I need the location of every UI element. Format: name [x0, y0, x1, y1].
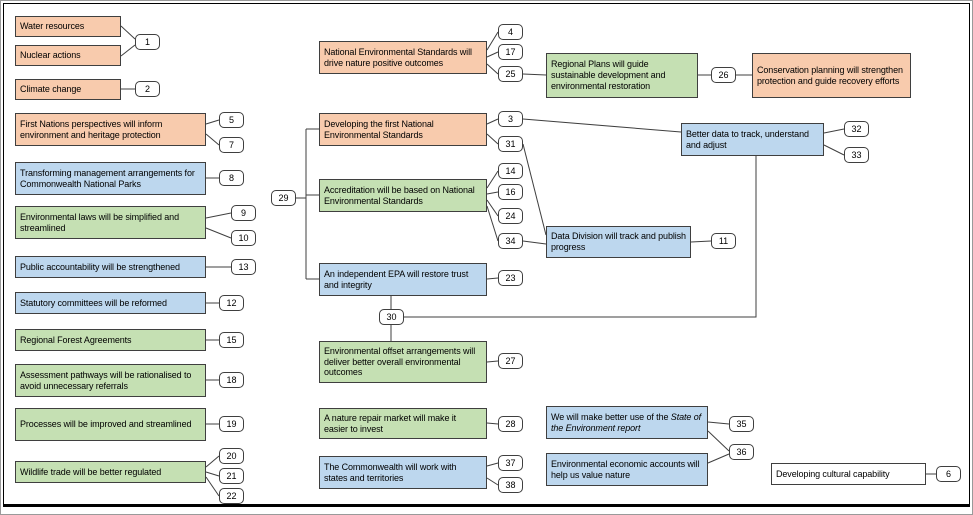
node-32: 32 — [844, 121, 869, 137]
box-data-division: Data Division will track and publish pro… — [546, 226, 691, 258]
node-37: 37 — [498, 455, 523, 471]
box-statutory-committees: Statutory committees will be reformed — [15, 292, 206, 314]
node-3: 3 — [498, 111, 523, 127]
box-processes-improved: Processes will be improved and streamlin… — [15, 408, 206, 441]
node-11: 11 — [711, 233, 736, 249]
node-17: 17 — [498, 44, 523, 60]
node-26: 26 — [711, 67, 736, 83]
node-19: 19 — [219, 416, 244, 432]
node-36: 36 — [729, 444, 754, 460]
node-24: 24 — [498, 208, 523, 224]
node-6: 6 — [936, 466, 961, 482]
box-economic-accounts: Environmental economic accounts will hel… — [546, 453, 708, 486]
box-regional-plans: Regional Plans will guide sustainable de… — [546, 53, 698, 98]
box-nes-outcomes: National Environmental Standards will dr… — [319, 41, 487, 74]
box-accreditation: Accreditation will be based on National … — [319, 179, 487, 212]
node-28: 28 — [498, 416, 523, 432]
box-first-nations: First Nations perspectives will inform e… — [15, 113, 206, 146]
soe-report-text: We will make better use of the State of … — [551, 412, 703, 434]
node-27: 27 — [498, 353, 523, 369]
soe-report-italic: State of the Environment report — [551, 411, 702, 433]
soe-report-normal: We will make better use of the — [551, 411, 671, 422]
node-9: 9 — [231, 205, 256, 221]
box-climate-change: Climate change — [15, 79, 121, 100]
node-29: 29 — [271, 190, 296, 206]
box-transforming-management: Transforming management arrangements for… — [15, 162, 206, 195]
box-soe-report: We will make better use of the State of … — [546, 406, 708, 439]
node-12: 12 — [219, 295, 244, 311]
node-38: 38 — [498, 477, 523, 493]
node-31: 31 — [498, 136, 523, 152]
node-21: 21 — [219, 468, 244, 484]
node-1: 1 — [135, 34, 160, 50]
figure-border — [3, 3, 970, 507]
node-10: 10 — [231, 230, 256, 246]
box-cultural-capability: Developing cultural capability — [771, 463, 926, 485]
node-15: 15 — [219, 332, 244, 348]
node-33: 33 — [844, 147, 869, 163]
box-environmental-offset: Environmental offset arrangements will d… — [319, 341, 487, 383]
box-independent-epa: An independent EPA will restore trust an… — [319, 263, 487, 296]
node-18: 18 — [219, 372, 244, 388]
box-assessment-pathways: Assessment pathways will be rationalised… — [15, 364, 206, 397]
box-conservation-planning: Conservation planning will strengthen pr… — [752, 53, 911, 98]
node-4: 4 — [498, 24, 523, 40]
box-environmental-laws: Environmental laws will be simplified an… — [15, 206, 206, 239]
node-25: 25 — [498, 66, 523, 82]
node-14: 14 — [498, 163, 523, 179]
node-13: 13 — [231, 259, 256, 275]
node-23: 23 — [498, 270, 523, 286]
node-35: 35 — [729, 416, 754, 432]
node-30: 30 — [379, 309, 404, 325]
node-20: 20 — [219, 448, 244, 464]
box-nuclear-actions: Nuclear actions — [15, 45, 121, 66]
box-wildlife-trade: Wildlife trade will be better regulated — [15, 461, 206, 483]
box-developing-nes: Developing the first National Environmen… — [319, 113, 487, 146]
box-water-resources: Water resources — [15, 16, 121, 37]
node-34: 34 — [498, 233, 523, 249]
node-7: 7 — [219, 137, 244, 153]
node-16: 16 — [498, 184, 523, 200]
node-22: 22 — [219, 488, 244, 504]
box-regional-forest-agreements: Regional Forest Agreements — [15, 329, 206, 351]
box-public-accountability: Public accountability will be strengthen… — [15, 256, 206, 278]
node-8: 8 — [219, 170, 244, 186]
node-5: 5 — [219, 112, 244, 128]
box-commonwealth-states: The Commonwealth will work with states a… — [319, 456, 487, 489]
box-nature-repair: A nature repair market will make it easi… — [319, 408, 487, 439]
box-better-data: Better data to track, understand and adj… — [681, 123, 824, 156]
node-2: 2 — [135, 81, 160, 97]
